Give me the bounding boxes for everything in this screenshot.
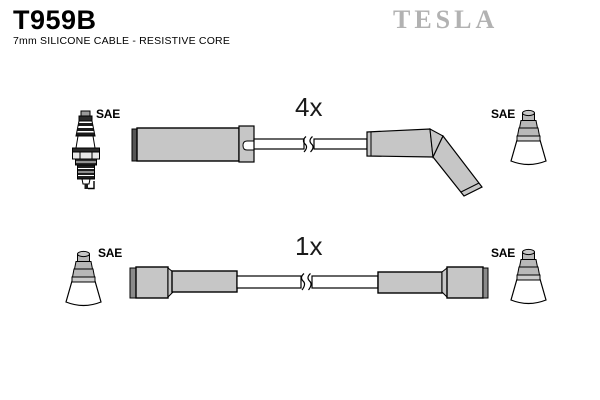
sae-terminal-icon	[65, 250, 102, 307]
row2-right-sae-label: SAE	[491, 246, 516, 260]
break-mark	[307, 273, 312, 291]
cable-segment	[313, 138, 368, 150]
collar-slot	[242, 140, 254, 151]
part-number: T959B	[13, 5, 97, 35]
break-mark	[300, 273, 306, 291]
elbow-boot	[366, 128, 483, 197]
row1-right-sae-label: SAE	[491, 107, 516, 121]
cable-assembly-1x	[129, 266, 489, 299]
narrow-boot	[377, 271, 443, 294]
cable-segment	[253, 138, 305, 150]
wide-boot	[135, 266, 169, 299]
break-mark	[302, 136, 308, 153]
row2-quantity-label: 1x	[295, 231, 323, 261]
boot-end-cap	[129, 267, 137, 299]
product-description: 7mm SILICONE CABLE - RESISTIVE CORE	[13, 35, 231, 47]
cable-segment	[236, 275, 302, 289]
row1-left-sae-label: SAE	[96, 107, 121, 121]
row2-left-sae-label: SAE	[98, 246, 123, 260]
wide-boot	[446, 266, 484, 299]
narrow-boot	[171, 270, 238, 293]
cable-assembly-4x	[131, 125, 483, 197]
boot-end-cap	[131, 128, 138, 162]
boot-end-cap	[482, 267, 489, 299]
break-mark	[309, 136, 314, 153]
straight-boot	[136, 127, 240, 162]
sae-terminal-icon	[510, 109, 547, 166]
sae-terminal-icon	[510, 248, 547, 305]
row1-quantity-label: 4x	[295, 92, 323, 122]
tesla-logo: TESLA	[393, 5, 499, 34]
spark-plug-icon	[72, 110, 100, 190]
cable-segment	[311, 275, 379, 289]
boot-taper	[441, 266, 448, 299]
